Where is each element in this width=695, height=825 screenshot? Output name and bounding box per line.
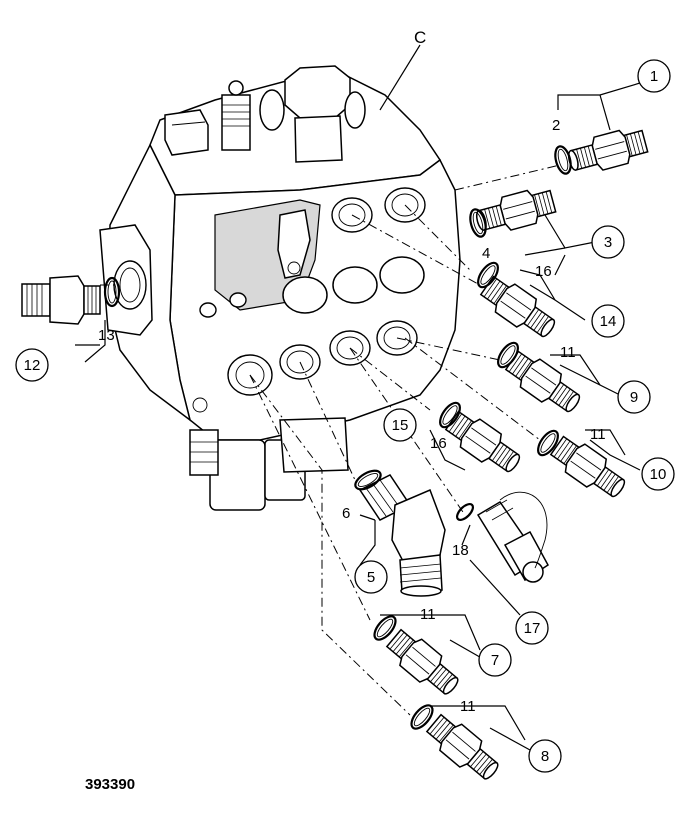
adaptor-8 <box>422 709 506 788</box>
callout-7: 7 <box>491 652 499 669</box>
callout-3: 3 <box>604 234 612 251</box>
callout-labels: C 1 2 3 4 5 6 7 8 9 10 11 11 11 11 12 13… <box>15 28 675 793</box>
callout-18: 18 <box>452 542 469 559</box>
callout-8: 8 <box>541 748 549 765</box>
callout-2: 2 <box>552 117 560 134</box>
callout-5: 5 <box>367 569 375 586</box>
figure-code: 393390 <box>85 776 135 793</box>
callout-9: 9 <box>630 389 638 406</box>
o-ring-18 <box>455 502 475 522</box>
callout-4: 4 <box>482 245 490 262</box>
callout-16-b: 16 <box>430 435 447 452</box>
callout-11-a: 11 <box>560 344 576 361</box>
leader-lines <box>75 44 651 751</box>
callout-11-b: 11 <box>590 426 606 443</box>
callout-13: 13 <box>98 327 115 344</box>
callout-16-a: 16 <box>535 263 552 280</box>
callout-11-c: 11 <box>420 606 436 623</box>
assembly-label-c: C <box>414 28 426 47</box>
callout-15: 15 <box>392 417 409 434</box>
callout-12: 12 <box>24 357 41 374</box>
adaptor-12 <box>21 275 101 325</box>
callout-14: 14 <box>600 313 617 330</box>
callout-1: 1 <box>650 68 658 85</box>
callout-6: 6 <box>342 505 350 522</box>
assembly-guide-lines <box>100 164 561 716</box>
adaptor-7 <box>382 624 466 703</box>
coupler-17 <box>476 491 549 583</box>
callout-11-d: 11 <box>460 698 476 715</box>
o-ring-2 <box>551 143 575 177</box>
valve-block <box>99 65 461 511</box>
callout-10: 10 <box>650 466 667 483</box>
callout-17: 17 <box>524 620 541 637</box>
adaptor-1 <box>564 124 650 179</box>
adaptor-15 <box>441 405 527 480</box>
